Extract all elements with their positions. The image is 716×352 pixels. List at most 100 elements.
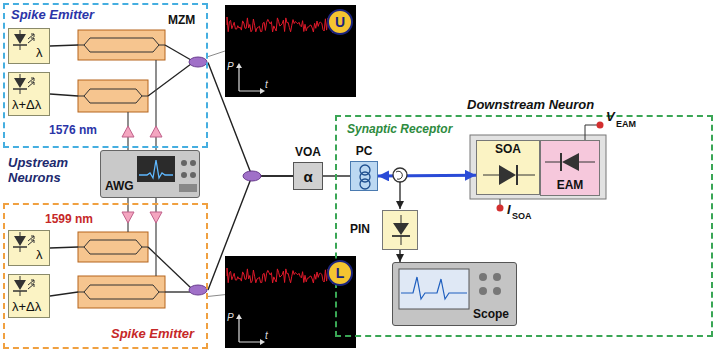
wavelength-label: 1599 nm (45, 213, 93, 227)
icon-part (562, 153, 579, 171)
icon-part (499, 165, 516, 185)
icon-part (479, 273, 487, 281)
fiber (148, 64, 191, 96)
scope-trace: PtU (225, 5, 356, 97)
icon-part (236, 63, 242, 68)
icon-part (401, 215, 402, 223)
callout-line (208, 295, 225, 297)
signal-name: V (606, 110, 615, 125)
fiber (50, 45, 78, 46)
wavelength-symbol: λ (36, 46, 43, 61)
icon-part (20, 232, 21, 236)
group-title: Downstream Neuron (467, 98, 594, 113)
icon-part (493, 287, 501, 295)
fiber (50, 94, 78, 96)
icon-part (20, 276, 21, 280)
icon-part (14, 280, 26, 290)
icon-part (545, 162, 561, 163)
mzm-modulator (78, 232, 148, 262)
bias-wire (585, 125, 597, 140)
axis-label: t (265, 79, 268, 91)
fiber-coupler (243, 171, 261, 181)
icon-part (20, 291, 21, 296)
fiber (165, 291, 191, 292)
polarization-controller: PC (350, 161, 378, 191)
icon-part (517, 175, 535, 176)
laser-source: λ (8, 230, 50, 266)
instrument-label: AWG (105, 180, 134, 194)
icon-part (260, 339, 265, 345)
photodiode: PIN (382, 210, 418, 250)
icon-part (20, 247, 21, 252)
mzm-modulator (78, 30, 165, 60)
wavelength-symbol: λ (36, 248, 43, 263)
chip-mount (470, 135, 606, 199)
group-subtitle: Synaptic Receptor (347, 123, 452, 137)
waveguide (78, 38, 165, 52)
instrument-label: Scope (473, 308, 509, 322)
signal-subscript: SOA (512, 211, 532, 221)
icon-part (236, 314, 242, 319)
laser-icon (9, 29, 49, 63)
spike-emitter-box: 1599 nmSpike Emitterλλ+Δλ (3, 203, 208, 349)
icon-part (190, 160, 196, 166)
waveguide (78, 89, 148, 103)
pc-icon (351, 162, 377, 190)
fiber (148, 247, 191, 288)
driver-amplifier (122, 126, 134, 137)
pin-icon (383, 211, 417, 249)
wavelength-label: 1576 nm (49, 124, 97, 138)
wavelength-symbol: λ+Δλ (12, 98, 41, 113)
icon-part (260, 88, 265, 94)
laser-icon (9, 231, 49, 265)
icon-part (20, 89, 21, 94)
icon-part (493, 273, 501, 281)
downstream-neuron-box: Downstream NeuronSynaptic ReceptorPCSOAE… (335, 115, 713, 337)
icon-part (239, 318, 261, 342)
fiber-coupler (189, 57, 207, 67)
icon-part (560, 153, 562, 171)
laser-source: λ (8, 28, 50, 64)
driver-amplifier (150, 212, 162, 223)
icon-part (20, 74, 21, 78)
icon-part (360, 179, 370, 189)
icon-part (393, 223, 409, 235)
driver-amplifier (150, 126, 162, 137)
icon-part (14, 34, 26, 44)
driver-amplifier (122, 212, 134, 223)
icon-part (179, 184, 197, 192)
icon-part (14, 236, 26, 246)
component-label: PC (356, 145, 373, 159)
laser-source: λ+Δλ (8, 72, 50, 116)
waveguide (78, 285, 165, 299)
group-title: Spike Emitter (111, 327, 194, 342)
attenuator: VOAα (293, 162, 323, 190)
icon-part (483, 175, 499, 176)
awg-instrument: AWG (100, 150, 200, 198)
fiber (165, 45, 191, 60)
circulator-arrow (396, 171, 402, 179)
icon-part (401, 277, 467, 299)
fiber (50, 247, 78, 248)
axis-label: P (227, 312, 234, 324)
icon-part (139, 160, 173, 178)
component-label: SOA (495, 143, 521, 157)
drop-fiber (399, 182, 400, 209)
icon-part (28, 236, 34, 245)
trace-badge: U (327, 9, 353, 35)
mzm-modulator (78, 80, 148, 112)
signal-name: I (507, 203, 511, 218)
fiber (50, 292, 78, 296)
axis-label: t (265, 330, 268, 342)
circulator (393, 168, 407, 182)
component-label: EAM (557, 179, 584, 193)
optical-fiber (399, 250, 400, 262)
icon-part (28, 280, 34, 289)
icon-part (181, 160, 187, 166)
icon-part (579, 162, 595, 163)
eam-section: EAM (540, 140, 600, 196)
bias-terminal (497, 205, 504, 212)
icon-part (20, 45, 21, 50)
icon-part (190, 172, 196, 178)
